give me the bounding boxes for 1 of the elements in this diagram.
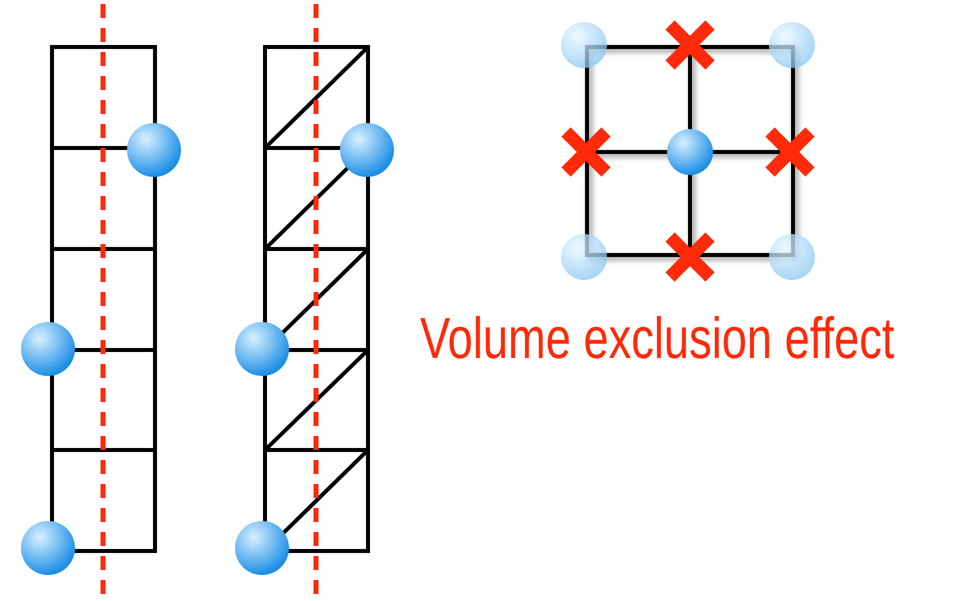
caption-text: Volume exclusion effect (420, 310, 894, 368)
